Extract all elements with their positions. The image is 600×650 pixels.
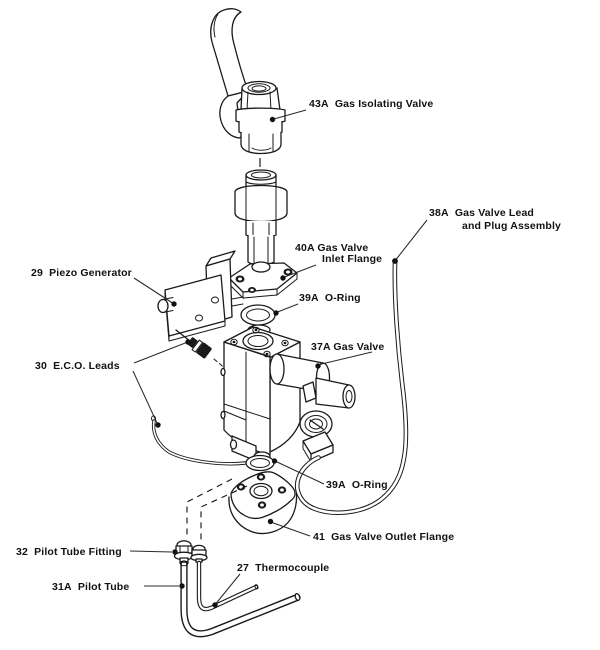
label-oring-upper: 39A O-Ring xyxy=(299,292,361,304)
oring-upper-drawing xyxy=(240,304,276,326)
guide-dashes xyxy=(200,485,248,543)
valve-handle xyxy=(210,8,249,97)
label-pilot-tube: 31A Pilot Tube xyxy=(52,581,129,593)
label-oring-lower: 39A O-Ring xyxy=(326,479,388,491)
oring-lower-drawing xyxy=(245,454,275,472)
callouts: 43A Gas Isolating Valve 40A Gas Valve In… xyxy=(16,98,561,608)
outlet-flange-bolts xyxy=(236,473,287,509)
label-eco-leads: 30 E.C.O. Leads xyxy=(35,360,120,372)
gas-isolating-valve-drawing xyxy=(210,8,286,155)
guide-dashes xyxy=(186,478,233,538)
eco-leads-drawing xyxy=(151,329,247,466)
piezo-generator-drawing xyxy=(157,250,244,342)
label-pilot-tube-fitting: 32 Pilot Tube Fitting xyxy=(16,546,122,558)
gas-valve-body-drawing xyxy=(220,324,356,463)
label-inlet-flange-line2: Inlet Flange xyxy=(322,253,382,265)
label-gas-isolating-valve: 43A Gas Isolating Valve xyxy=(309,98,433,110)
gas-valve-inlet-flange-drawing xyxy=(228,261,298,300)
solenoid-coils xyxy=(269,353,356,409)
label-outlet-flange: 41 Gas Valve Outlet Flange xyxy=(313,531,454,543)
gas-valve-lead-cable-drawing xyxy=(294,260,409,515)
label-piezo-generator: 29 Piezo Generator xyxy=(31,267,132,279)
valve-top-bolts xyxy=(230,326,289,358)
label-lead-plug-line1: 38A Gas Valve Lead xyxy=(429,207,534,219)
label-thermocouple: 27 Thermocouple xyxy=(237,562,329,574)
label-inlet-flange-line1: 40A Gas Valve xyxy=(295,242,368,254)
pilot-tube-drawing xyxy=(179,560,301,638)
inlet-pipe-union-drawing xyxy=(234,169,288,266)
gas-valve-outlet-flange-drawing xyxy=(228,471,298,535)
label-gas-valve: 37A Gas Valve xyxy=(311,341,384,353)
label-lead-plug-line2: and Plug Assembly xyxy=(462,220,561,232)
eco-connector xyxy=(187,337,212,359)
pilot-tube-fittings-drawing xyxy=(173,540,208,566)
control-knob xyxy=(299,410,333,438)
piezo-button xyxy=(157,298,169,314)
thermocouple-drawing xyxy=(196,560,259,612)
